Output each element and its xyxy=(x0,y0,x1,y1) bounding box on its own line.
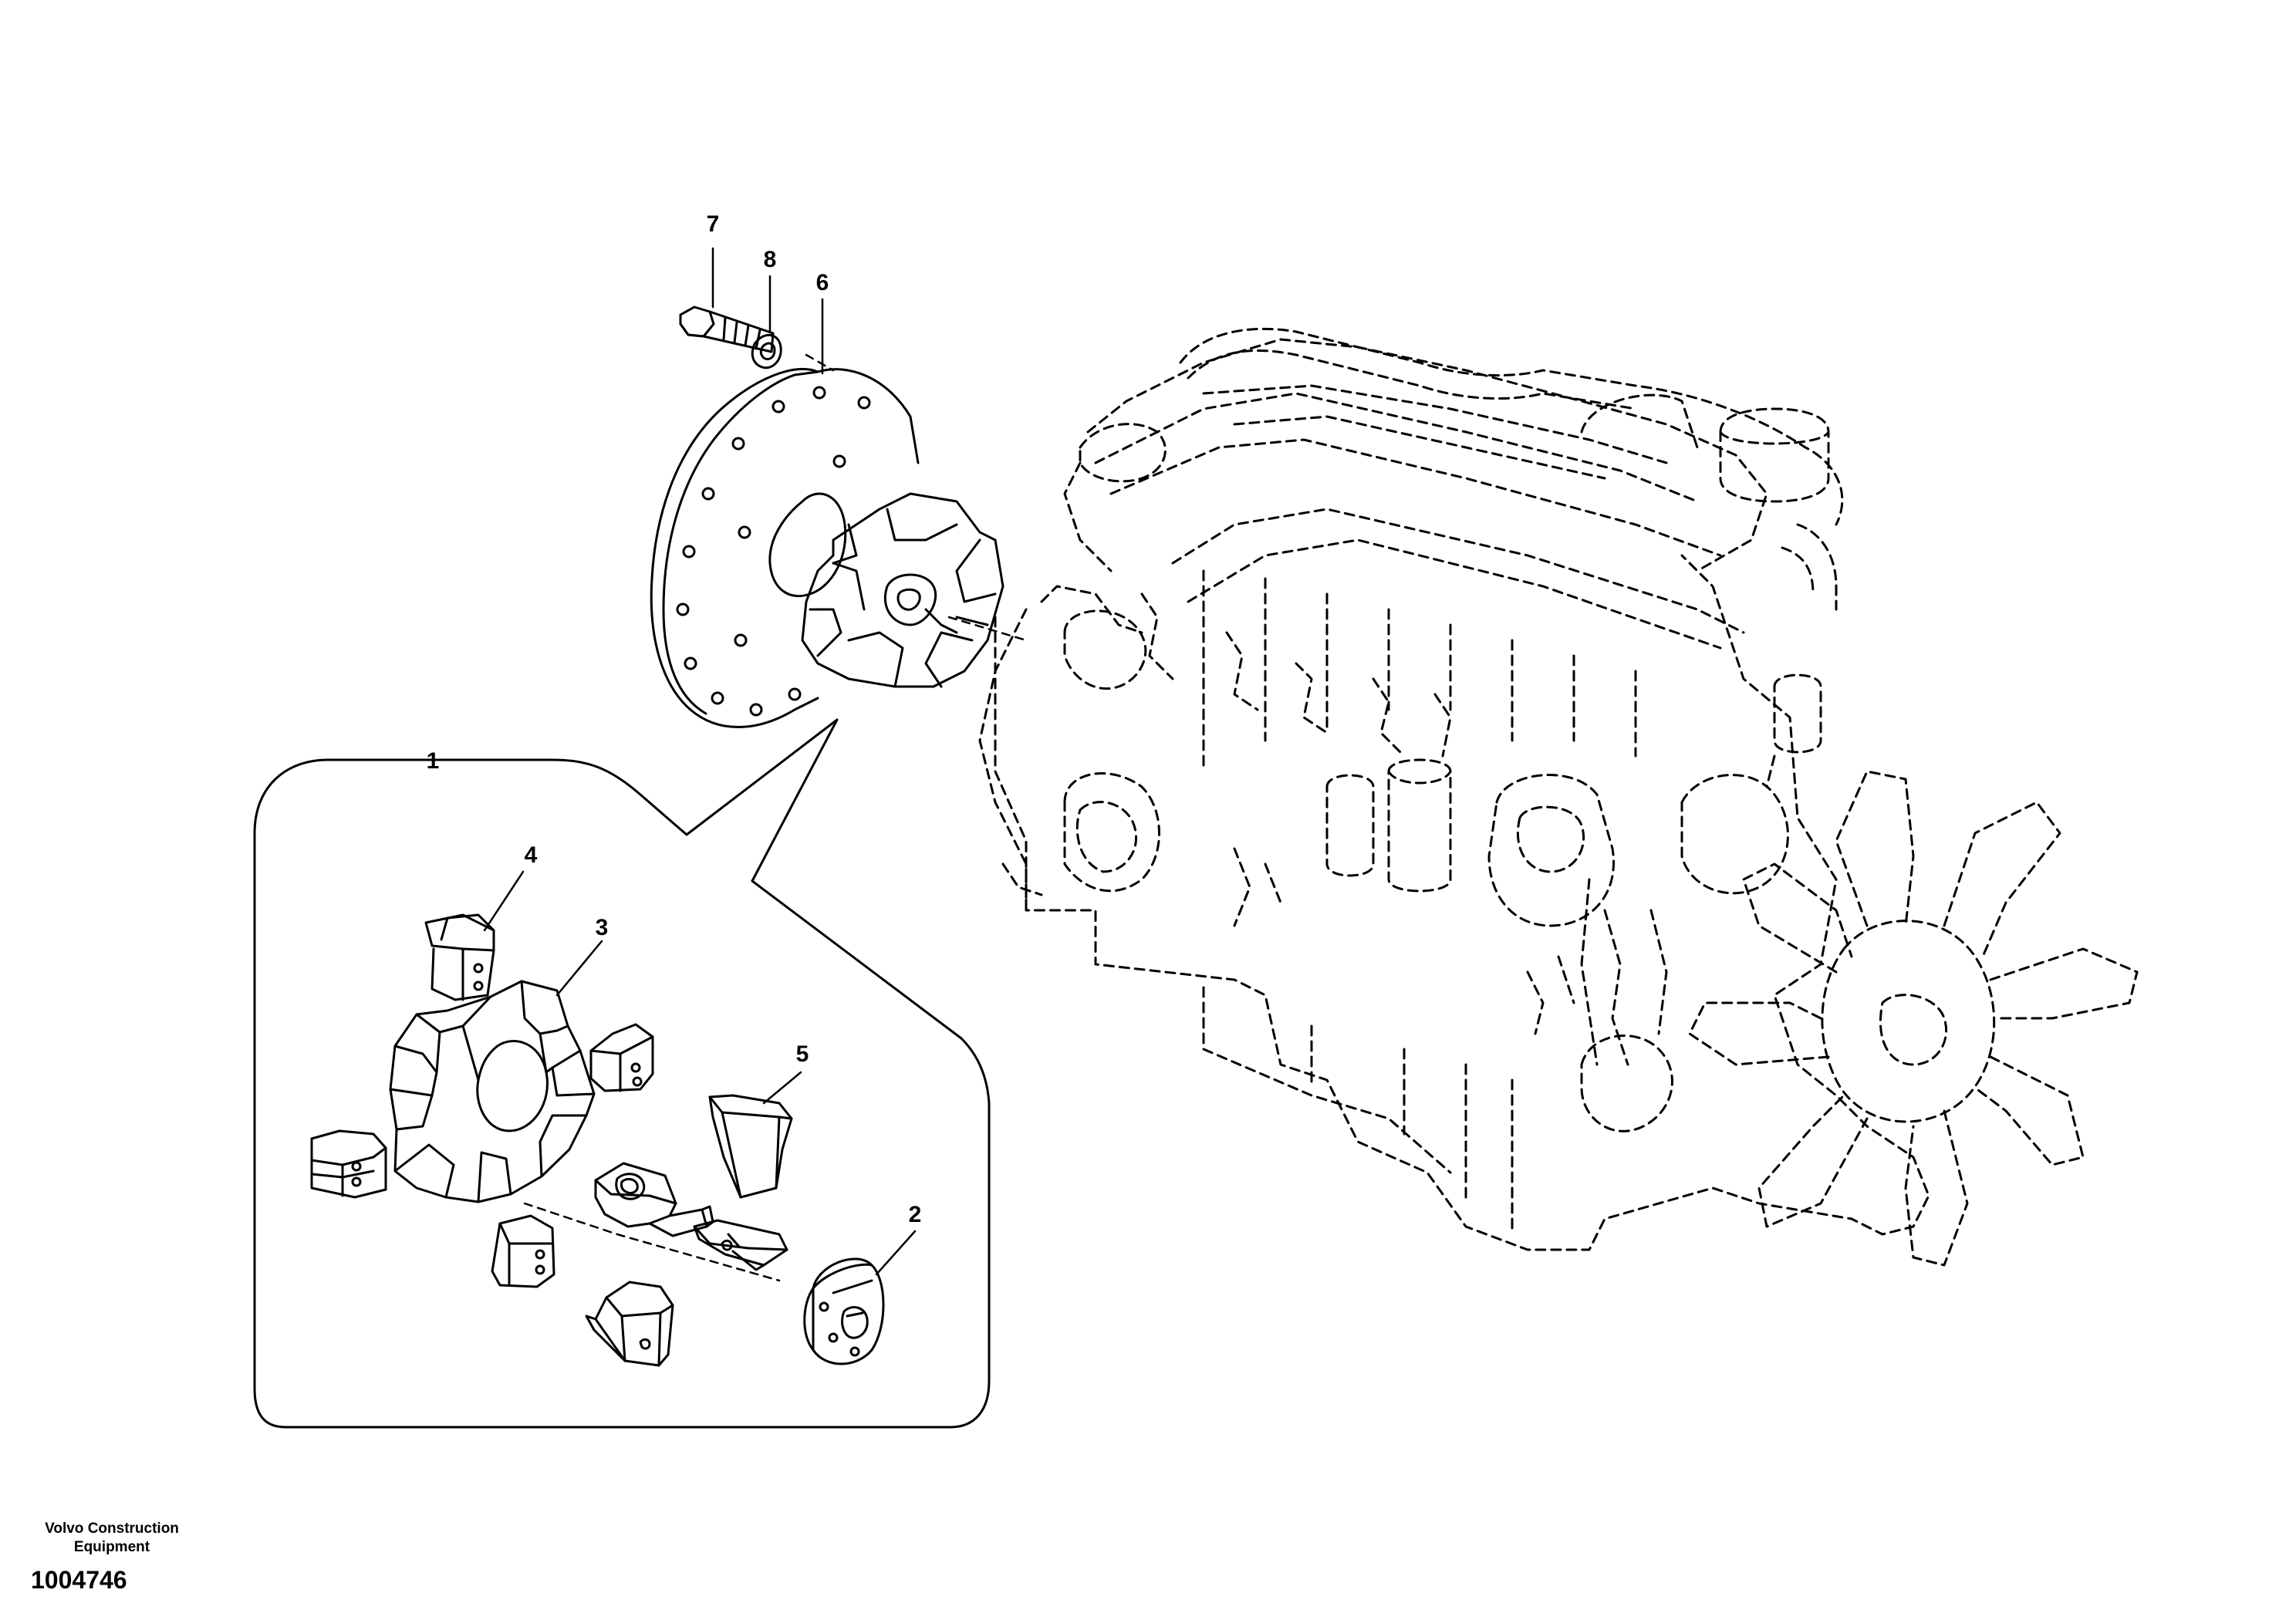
engine-fan-phantom xyxy=(1688,770,2139,1267)
assembly-axis-lines xyxy=(523,353,1028,1282)
hub-item2 xyxy=(803,1257,885,1365)
drawing-number: 1004746 xyxy=(31,1566,127,1594)
coupling-assembly-on-flange xyxy=(801,492,1004,688)
callout-6: 6 xyxy=(816,270,829,295)
wedge-piece-item5 xyxy=(708,1094,793,1199)
damper-block-right xyxy=(589,1023,654,1092)
damper-block-bottom xyxy=(491,1214,555,1288)
callout-3: 3 xyxy=(596,915,609,940)
callout-7: 7 xyxy=(707,211,720,237)
detail-callout-frame xyxy=(253,718,991,1429)
wedge-piece-bottom xyxy=(585,1281,674,1367)
callout-2: 2 xyxy=(909,1202,922,1227)
callout-4: 4 xyxy=(525,842,538,868)
callout-1: 1 xyxy=(427,748,440,774)
coupling-flange-plate xyxy=(650,368,920,728)
callout-8: 8 xyxy=(764,247,777,272)
spider-element-item3 xyxy=(389,980,596,1203)
washer-part xyxy=(751,334,782,370)
hub-insert xyxy=(594,1162,714,1237)
damper-block-left xyxy=(310,1129,387,1199)
leader-lines xyxy=(483,247,917,1276)
company-name: Volvo Construction Equipment xyxy=(31,1520,193,1557)
engine-phantom-outline xyxy=(978,327,1930,1251)
bolt-part xyxy=(679,305,775,353)
wedge-piece-small xyxy=(693,1219,788,1271)
callout-5: 5 xyxy=(796,1041,809,1067)
company-line-2: Equipment xyxy=(73,1539,150,1555)
company-line-1: Volvo Construction xyxy=(45,1520,179,1537)
damper-block-item4 xyxy=(424,913,495,1001)
